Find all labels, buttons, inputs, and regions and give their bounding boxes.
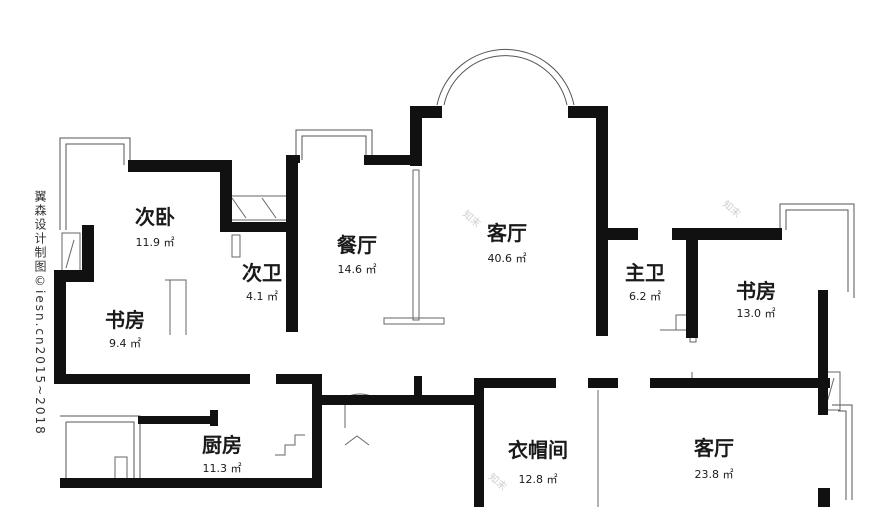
room-name-dining: 餐厅 bbox=[337, 233, 377, 257]
room-area-study-left: 9.4 ㎡ bbox=[109, 337, 141, 350]
room-name-bedroom2: 次卧 bbox=[135, 205, 175, 229]
room-name-bath2: 次卫 bbox=[242, 261, 282, 285]
credit-text: 翼森设计制图©iesn.cn2015~2018 bbox=[33, 190, 47, 436]
room-area-study-right: 13.0 ㎡ bbox=[737, 307, 776, 320]
balcony-outlines bbox=[59, 48, 855, 500]
room-area-living2: 23.8 ㎡ bbox=[695, 468, 734, 481]
room-labels: 次卧 11.9 ㎡ 次卫 4.1 ㎡ 餐厅 14.6 ㎡ 客厅 40.6 ㎡ 主… bbox=[105, 205, 776, 486]
watermark-3: 知末 bbox=[486, 470, 510, 493]
room-area-closet: 12.8 ㎡ bbox=[519, 473, 558, 486]
watermark-2: 知末 bbox=[720, 197, 744, 220]
room-name-living2: 客厅 bbox=[693, 436, 734, 460]
room-area-dining: 14.6 ㎡ bbox=[338, 263, 377, 276]
room-area-kitchen: 11.3 ㎡ bbox=[203, 462, 242, 475]
room-name-study-right: 书房 bbox=[736, 279, 776, 303]
watermark-1: 知末 bbox=[460, 207, 484, 230]
room-area-bedroom2: 11.9 ㎡ bbox=[136, 236, 175, 249]
room-name-study-left: 书房 bbox=[105, 308, 145, 332]
room-area-bath2: 4.1 ㎡ bbox=[246, 290, 278, 303]
walls bbox=[54, 106, 830, 507]
room-name-masterbath: 主卫 bbox=[625, 261, 665, 285]
room-area-masterbath: 6.2 ㎡ bbox=[629, 290, 661, 303]
room-name-living1: 客厅 bbox=[486, 221, 527, 245]
room-name-kitchen: 厨房 bbox=[202, 433, 242, 457]
room-area-living1: 40.6 ㎡ bbox=[488, 252, 527, 265]
room-name-closet: 衣帽间 bbox=[508, 438, 568, 462]
